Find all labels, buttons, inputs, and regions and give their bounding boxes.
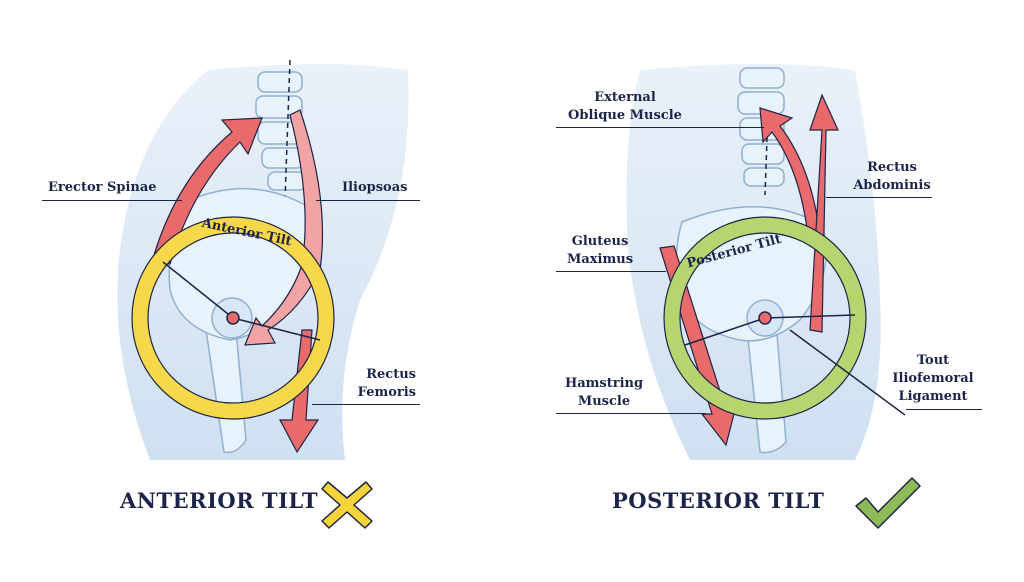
- erector-spinae-leader: [42, 200, 182, 201]
- ligament-leader: [789, 329, 906, 416]
- posterior-tilt-caption: POSTERIOR TILT: [612, 488, 825, 513]
- erector-spinae-arrow: [151, 117, 263, 265]
- external-oblique-arrow: [759, 107, 821, 237]
- external-oblique-label-line2: Oblique Muscle: [568, 108, 682, 123]
- iliofemoral-leader: [906, 409, 982, 410]
- rectus-abdominis-label-line1: Rectus: [867, 160, 917, 175]
- rectus-abdominis-arrow: [809, 93, 839, 333]
- rotation-spoke: [232, 317, 321, 341]
- gluteus-maximus-label-line2: Maximus: [566, 252, 634, 267]
- hamstring-muscle-label-line1: Hamstring: [564, 376, 644, 391]
- iliofemoral-label-line1: Tout: [916, 353, 950, 368]
- spine-vertebrae: [255, 71, 307, 191]
- pivot-point: [758, 311, 772, 325]
- anterior-tilt-panel: [117, 59, 409, 460]
- hamstring-muscle-label-line2: Muscle: [577, 394, 631, 409]
- pivot-point: [226, 311, 240, 325]
- iliopsoas-arrow: [244, 109, 324, 346]
- anterior-tilt-caption: ANTERIOR TILT: [120, 488, 319, 513]
- rotation-spoke: [764, 314, 856, 319]
- rectus-femoris-label-line1: Rectus: [366, 367, 416, 382]
- posterior-tilt-panel: [626, 64, 906, 460]
- hamstring-muscle-leader: [556, 413, 706, 414]
- cross-mark-icon: [321, 481, 373, 529]
- rectus-femoris-leader: [312, 404, 420, 405]
- iliopsoas-leader: [316, 200, 420, 201]
- rotation-spoke: [684, 317, 766, 346]
- gluteus-maximus-leader: [556, 271, 666, 272]
- posterior-tilt-ring: [664, 217, 866, 419]
- gluteus-maximus-label-line1: Gluteus: [571, 234, 629, 249]
- spine-vertebrae: [737, 67, 785, 187]
- check-mark-icon: [855, 477, 921, 529]
- rotation-spoke: [162, 261, 234, 319]
- rectus-abdominis-leader: [826, 197, 932, 198]
- anterior-tilt-ring: [132, 217, 334, 419]
- iliopsoas-label: Iliopsoas: [342, 180, 408, 195]
- iliofemoral-label-line2: Iliofemoral: [892, 371, 974, 386]
- external-oblique-label-line1: External: [594, 90, 656, 105]
- erector-spinae-label: Erector Spinae: [48, 180, 157, 195]
- external-oblique-leader: [556, 127, 764, 128]
- rectus-abdominis-label-line2: Abdominis: [853, 178, 931, 193]
- iliofemoral-label-line3: Ligament: [898, 389, 968, 404]
- rectus-femoris-label-line2: Femoris: [357, 385, 416, 400]
